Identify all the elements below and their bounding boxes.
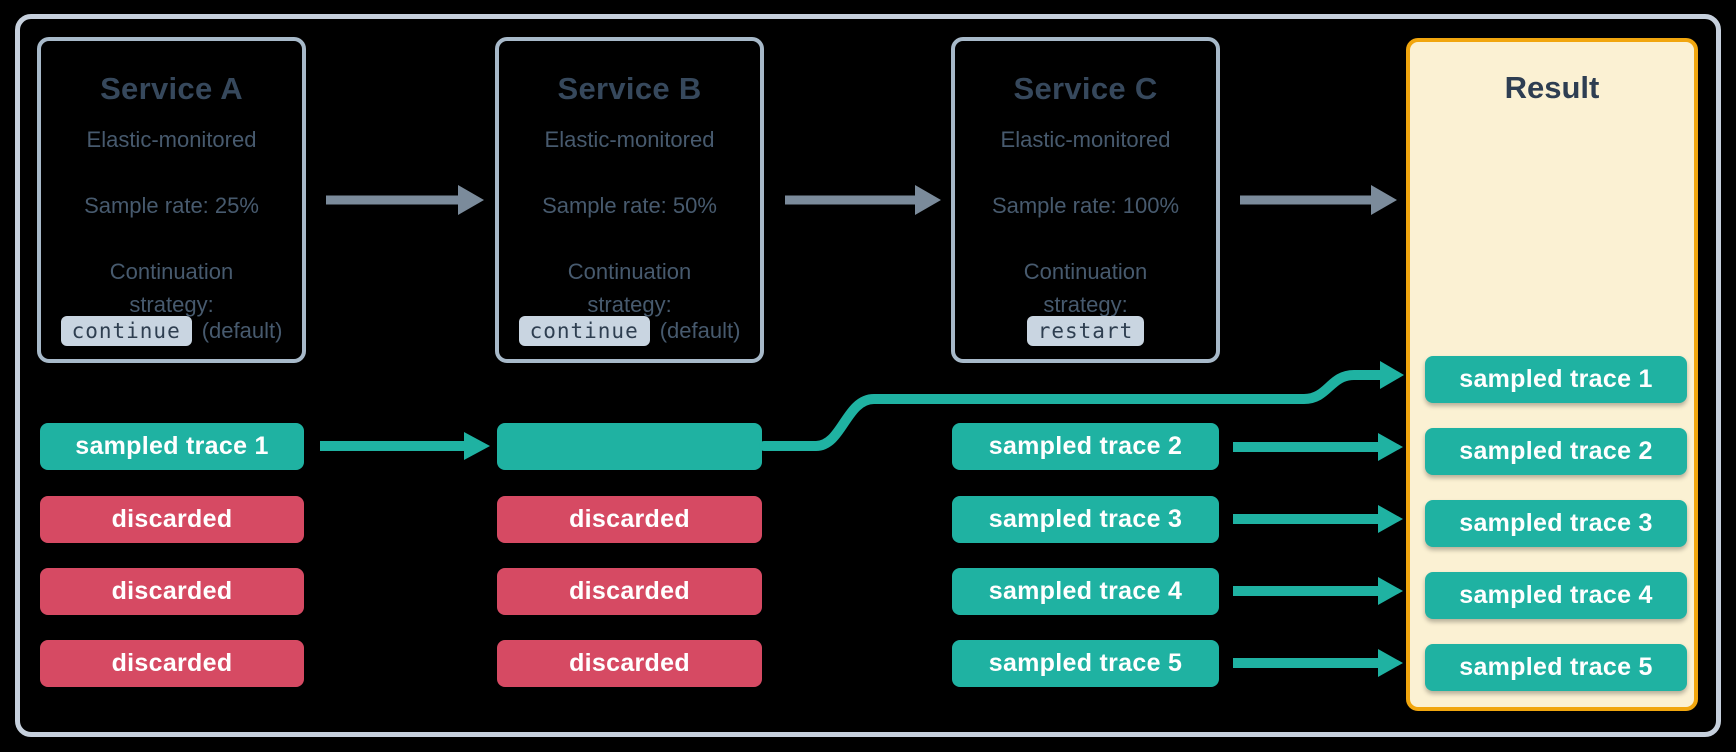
lane-b-discarded-pill-2: discarded [497, 568, 762, 615]
lane-b-discarded-pill-1: discarded [497, 496, 762, 543]
lane-a-sampled-trace-pill: sampled trace 1 [40, 423, 304, 470]
lane-c-sampled-trace-pill-2: sampled trace 2 [952, 423, 1219, 470]
lane-c-sampled-trace-pill-5: sampled trace 5 [952, 640, 1219, 687]
service-b-sample-rate: Sample rate: 50% [542, 193, 717, 218]
lane-b-discarded-pill-3: discarded [497, 640, 762, 687]
lane-c-sampled-trace-pill-4: sampled trace 4 [952, 568, 1219, 615]
result-title: Result [1504, 70, 1600, 105]
result-pill-1: sampled trace 1 [1425, 356, 1687, 403]
service-a-strategy-suffix: (default) [201, 318, 283, 343]
service-c-continuation-label: Continuation strategy: [1023, 259, 1148, 317]
service-a-continuation-label: Continuation strategy: [109, 259, 234, 317]
result-pill-5: sampled trace 5 [1425, 644, 1687, 691]
result-pill-2: sampled trace 2 [1425, 428, 1687, 475]
service-b-strategy-row: continue (default) [499, 313, 760, 349]
service-c-box: Service C Elastic-monitored Sample rate:… [951, 37, 1220, 363]
service-c-title: Service C [1013, 71, 1158, 106]
service-a-box: Service A Elastic-monitored Sample rate:… [37, 37, 306, 363]
service-b-title: Service B [557, 71, 702, 106]
service-b-box: Service B Elastic-monitored Sample rate:… [495, 37, 764, 363]
service-b-continuation-label: Continuation strategy: [567, 259, 692, 317]
result-pill-3: sampled trace 3 [1425, 500, 1687, 547]
service-c-strategy-row: restart [955, 313, 1216, 349]
service-b-subtitle: Elastic-monitored [544, 127, 715, 152]
service-a-title: Service A [100, 71, 243, 106]
service-c-sample-rate: Sample rate: 100% [991, 193, 1180, 218]
lane-a-discarded-pill-1: discarded [40, 496, 304, 543]
service-b-strategy-chip: continue [518, 316, 650, 346]
service-a-strategy-row: continue (default) [41, 313, 302, 349]
service-a-subtitle: Elastic-monitored [86, 127, 257, 152]
service-c-strategy-chip: restart [1026, 316, 1145, 346]
service-a-strategy-chip: continue [60, 316, 192, 346]
diagram-outer-frame [15, 14, 1721, 737]
service-b-strategy-suffix: (default) [659, 318, 741, 343]
lane-a-discarded-pill-2: discarded [40, 568, 304, 615]
lane-a-discarded-pill-3: discarded [40, 640, 304, 687]
lane-c-sampled-trace-pill-3: sampled trace 3 [952, 496, 1219, 543]
service-a-sample-rate: Sample rate: 25% [84, 193, 259, 218]
result-box: Result sampled trace 1 sampled trace 2 s… [1406, 38, 1698, 711]
result-pill-4: sampled trace 4 [1425, 572, 1687, 619]
lane-b-sampled-trace-pill [497, 423, 762, 470]
service-c-subtitle: Elastic-monitored [1000, 127, 1171, 152]
